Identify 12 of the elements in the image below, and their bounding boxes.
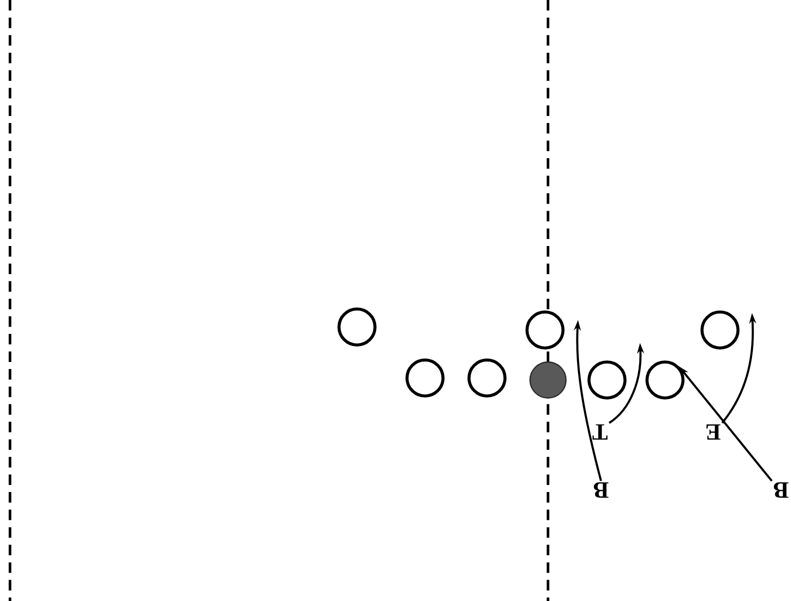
player-letter: E (706, 424, 720, 440)
ball (529, 361, 567, 399)
player-letter: B (774, 482, 788, 498)
player-circle (645, 360, 685, 400)
player-circle (467, 358, 507, 398)
player-circle (405, 358, 445, 398)
player-letter: T (592, 424, 608, 440)
player-letter: B (594, 482, 608, 498)
player-circle (525, 310, 565, 350)
player-circle (587, 360, 627, 400)
player-circle (700, 310, 740, 350)
player-circle (337, 307, 377, 347)
